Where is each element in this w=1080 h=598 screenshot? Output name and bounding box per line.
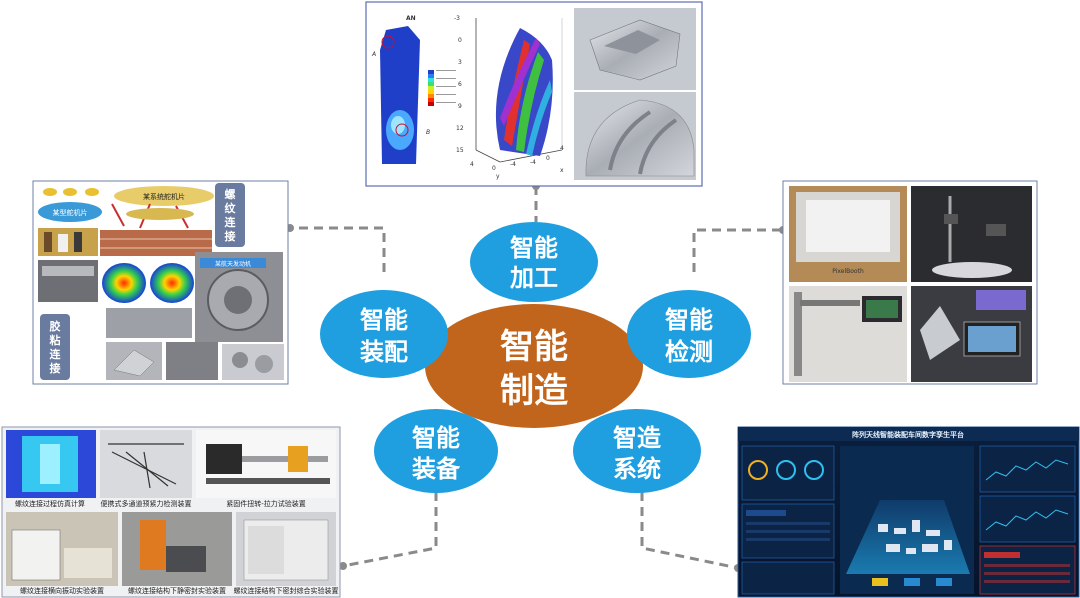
node-assembly-line-1: 智能: [360, 306, 408, 334]
tick-b-3: -4: [530, 159, 536, 166]
equipment-caption-2: 便携式多通道预紧力检测装置: [101, 499, 192, 508]
equipment-panel: 螺纹连接过程仿真计算 便携式多通道预紧力检测装置 紧固件扭转-拉力试验装置 螺纹…: [1, 426, 341, 598]
tick-v-2: 3: [458, 59, 462, 66]
tick-v-6: 15: [456, 147, 464, 154]
tick-v-0: -3: [454, 15, 460, 22]
node-assembly: 智能 装配: [320, 290, 448, 378]
axis-y-label: y: [496, 173, 500, 180]
inspection-panel: PixelBooth: [782, 180, 1038, 385]
heat-map-1: [102, 263, 146, 303]
bolt-label-4: 接: [225, 229, 236, 243]
glue-label-2: 粘: [50, 333, 61, 347]
connector-part: [85, 188, 99, 196]
connector-part: [63, 188, 77, 196]
banner-2-text: 某系统舵机片: [143, 192, 185, 201]
bolt-connection-label-box: [215, 183, 245, 247]
helix-3d-plot: -3 0 3 6 9 12 15 4 0 -4 -4 0 4 y x: [454, 15, 564, 180]
node-inspection-line-1: 智能: [665, 306, 713, 334]
node-equipment-line-2: 装备: [412, 455, 461, 483]
axis-x-label: x: [560, 167, 564, 174]
node-system-line-1: 智造: [613, 424, 661, 452]
node-inspection-line-2: 检测: [665, 338, 713, 366]
node-equipment: 智能 装备: [374, 409, 498, 493]
tick-b-1: 0: [492, 165, 496, 172]
equipment-caption-6: 螺纹连接结构下密封综合实验装置: [234, 586, 339, 595]
tick-v-5: 12: [456, 125, 464, 132]
bolt-label-2: 纹: [225, 201, 237, 215]
center-node: 智能 制造: [425, 304, 643, 428]
list-widget: [741, 561, 835, 595]
tick-b-4: 0: [546, 155, 550, 162]
glue-label-4: 接: [50, 361, 61, 375]
tick-b-0: 4: [470, 161, 474, 168]
glue-connection-label-box: [40, 314, 70, 380]
joint-photo: [166, 342, 218, 380]
marker-a: A: [371, 51, 376, 58]
equipment-caption-4: 螺纹连接横向振动实验装置: [20, 586, 104, 595]
connector-inspection: [692, 228, 783, 272]
equipment-caption-5: 螺纹连接结构下静密封实验装置: [128, 586, 226, 595]
glue-label-1: 胶: [50, 319, 61, 333]
glue-label-3: 连: [50, 347, 62, 361]
tick-v-3: 6: [458, 81, 462, 88]
blade-banner-1: [38, 202, 102, 222]
connector-part: [43, 188, 57, 196]
gauge-widget: [741, 445, 835, 501]
assembly-machine-photo: [106, 308, 192, 338]
tick-v-4: 9: [458, 103, 462, 110]
parts-photo: [222, 344, 284, 380]
legend-head: AN: [406, 15, 416, 22]
node-processing-line-1: 智能: [510, 234, 558, 262]
node-processing-line-2: 加工: [510, 264, 558, 292]
equipment-caption-3: 紧固件扭转-拉力试验装置: [226, 499, 306, 508]
marker-b: B: [426, 129, 430, 136]
connector-assembly: [290, 226, 386, 272]
node-assembly-line-2: 装配: [360, 338, 408, 366]
processing-panel: A B AN: [365, 1, 703, 187]
light-box-label: PixelBooth: [832, 268, 864, 275]
connector-dot: [339, 562, 347, 570]
banner-3-text: 某航天发动机: [215, 260, 251, 268]
tick-b-5: 4: [560, 145, 564, 152]
stress-legend: [428, 70, 456, 106]
tick-b-2: -4: [510, 161, 516, 168]
connector-lines: [290, 186, 783, 570]
system-title: 阵列天线智能装配车间数字孪生平台: [852, 430, 964, 439]
tool-renderings: [574, 8, 696, 180]
blade-banner-2: [114, 186, 214, 206]
tick-v-1: 0: [458, 37, 462, 44]
banner-1-text: 某型舵机片: [53, 208, 88, 217]
equipment-caption-1: 螺纹连接过程仿真计算: [15, 499, 85, 508]
center-line-2: 制造: [500, 371, 568, 411]
node-equipment-line-1: 智能: [412, 424, 460, 452]
bolt-label-3: 连: [225, 215, 237, 229]
node-system-line-2: 系统: [613, 455, 661, 483]
bolt-label-1: 螺: [225, 187, 236, 201]
system-panel: 阵列天线智能装配车间数字孪生平台: [737, 426, 1080, 598]
heat-map-2: [150, 263, 194, 303]
center-line-1: 智能: [500, 327, 568, 367]
node-system: 智造 系统: [573, 409, 701, 493]
fea-stress-plot: A B AN: [371, 15, 456, 164]
node-processing: 智能 加工: [470, 222, 598, 302]
node-inspection: 智能 检测: [627, 290, 751, 378]
bolt-bricks: [100, 230, 212, 256]
connector-system: [640, 492, 739, 570]
assembly-panel: 某型舵机片 某系统舵机片 螺 纹 连 接 胶 粘 连 接 某航天发动机: [32, 180, 289, 385]
connector-equipment: [342, 492, 438, 568]
